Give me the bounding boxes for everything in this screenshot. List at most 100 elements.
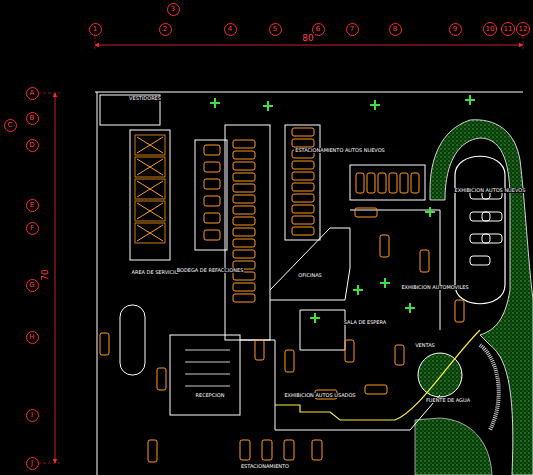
grid-bubble: 11 (501, 22, 515, 36)
area-label: FUENTE DE AGUA (425, 398, 471, 403)
grid-label: 7 (350, 26, 354, 33)
car (367, 173, 375, 193)
car (204, 145, 220, 155)
area-label: ESTACIONAMIENTO (240, 464, 290, 469)
car (356, 173, 364, 193)
landscape-area (415, 418, 492, 475)
grid-label: 8 (393, 26, 397, 33)
car (355, 208, 377, 217)
dimension-text: 80 (301, 33, 314, 43)
curved-bench (480, 345, 499, 430)
grid-label: A (30, 90, 35, 97)
car (233, 283, 255, 291)
area-label: VENTAS (414, 343, 436, 348)
grid-label: 3 (171, 6, 175, 13)
car (292, 161, 314, 169)
car (233, 140, 255, 148)
area-label: EXHIBICION AUTOS NUEVOS (454, 188, 527, 193)
car (312, 440, 322, 460)
grid-label: 12 (519, 26, 528, 33)
curb-line (395, 330, 480, 420)
car (157, 368, 166, 390)
car (411, 173, 419, 193)
car (292, 172, 314, 180)
grid-label: 6 (316, 26, 320, 33)
grid-label: E (30, 202, 34, 209)
grid-bubble: 4 (224, 23, 237, 36)
car (395, 345, 404, 365)
car (292, 128, 314, 136)
car (400, 173, 408, 193)
area-label: BODEGA DE REFACCIONES (176, 268, 245, 273)
grid-label: 10 (486, 26, 495, 33)
service-pit (135, 201, 165, 221)
car (262, 440, 272, 460)
dimension-text: 70 (40, 268, 50, 281)
area-label: VESTIDORES (128, 96, 162, 101)
tree (263, 101, 273, 111)
grid-label: 9 (453, 26, 457, 33)
service-bays (185, 350, 230, 386)
building-walls (100, 95, 440, 430)
dimension-line (95, 45, 523, 46)
grid-bubble: C (4, 119, 17, 132)
car (389, 173, 397, 193)
service-pit (135, 179, 165, 199)
grid-bubble: I (26, 409, 39, 422)
grid-bubble: J (26, 457, 39, 470)
grid-label: 2 (163, 26, 167, 33)
car (292, 139, 314, 147)
area-label: RECEPCION (195, 393, 226, 398)
display-car (470, 234, 490, 243)
area-label: SALA DE ESPERA (343, 320, 387, 325)
grid-label: G (29, 282, 34, 289)
car (233, 228, 255, 236)
car (233, 195, 255, 203)
grid-bubble: E (26, 199, 39, 212)
car (240, 440, 250, 460)
tree (425, 207, 435, 217)
grid-bubble: B (26, 112, 39, 125)
car (233, 206, 255, 214)
car (233, 250, 255, 258)
car (233, 184, 255, 192)
car (233, 173, 255, 181)
grid-bubble: 3 (167, 3, 180, 16)
car (233, 151, 255, 159)
tree (353, 285, 363, 295)
car (233, 294, 255, 302)
display-car (470, 212, 490, 221)
car (148, 440, 157, 462)
area-label: ESTACIONAMIENTO AUTOS NUEVOS (294, 148, 386, 153)
area-label: EXHIBICION AUTOMOVILES (400, 285, 469, 290)
car (285, 350, 294, 372)
car (420, 250, 429, 272)
grid-label: B (30, 115, 35, 122)
tree (310, 313, 320, 323)
grid-label: F (30, 225, 34, 232)
display-car (482, 234, 502, 243)
grid-bubble: 5 (269, 23, 282, 36)
grid-bubble: D (26, 139, 39, 152)
grid-bubble: 9 (449, 23, 462, 36)
car (233, 239, 255, 247)
car (204, 179, 220, 189)
area-label: EXHIBICION AUTOS USADOS (283, 393, 356, 398)
car (455, 300, 464, 322)
showroom-island (455, 156, 505, 304)
grid-bubble: 2 (159, 23, 172, 36)
tree (405, 303, 415, 313)
car (204, 196, 220, 206)
dimension-line (55, 93, 56, 463)
area-label: OFICINAS (297, 273, 323, 278)
car (100, 333, 109, 355)
area-label: AREA DE SERVICIO (131, 270, 180, 275)
grid-bubble: 7 (346, 23, 359, 36)
grid-leaders (38, 36, 523, 463)
grid-bubble: 1 (89, 23, 102, 36)
grid-label: 1 (93, 26, 97, 33)
grid-bubble: F (26, 222, 39, 235)
grid-bubble: A (26, 87, 39, 100)
